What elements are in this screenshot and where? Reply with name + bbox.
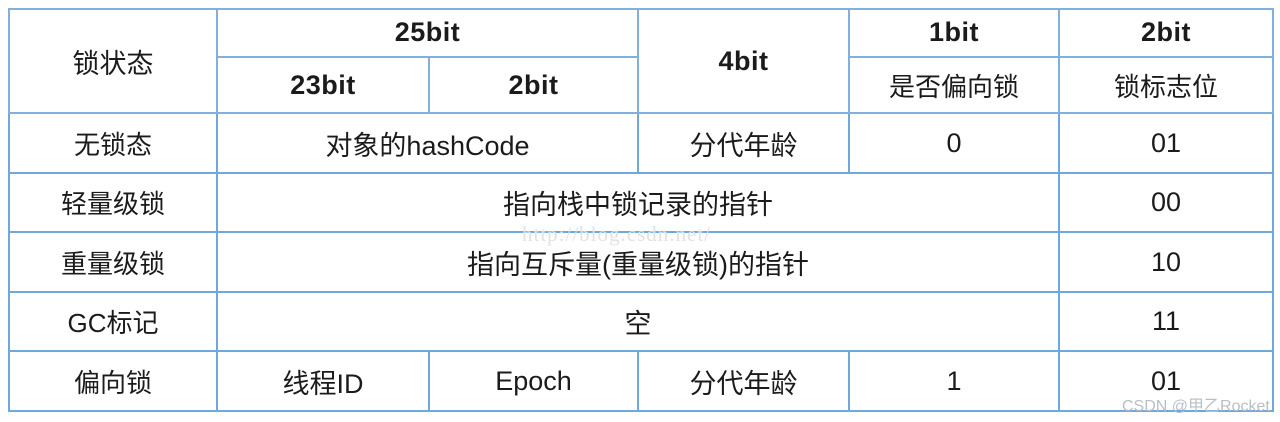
header-row-secondary: 23bit 2bit 是否偏向锁 锁标志位 [9,55,1274,115]
header-cell-25bit: 25bit [216,8,639,58]
cell-pointer-to-mutex-label: 指向互斥量(重量级锁)的指针 [467,249,809,280]
row-biased-lock-state: 偏向锁 [8,350,218,412]
row-gc-mark-lock-flag: 11 [1058,290,1274,353]
row-gc-mark-state: GC标记 [8,290,218,353]
row-unlocked-biased-flag: 0 [848,112,1060,174]
row-heavyweight-lock-pointer: 指向互斥量(重量级锁)的指针 [216,231,1060,293]
cell-biased-flag-label: 1 [946,365,962,396]
header-2bit-label: 2bit [1140,17,1191,48]
cell-pointer-to-lock-record-label: 指向栈中锁记录的指针 [503,190,773,221]
row-biased-lock-epoch: Epoch [428,350,639,412]
row-unlocked-generational-age: 分代年龄 [637,112,850,174]
header-sub-2bit-label: 2bit [508,69,559,100]
row-lightweight-lock-flag: 00 [1058,171,1274,234]
header-is-biased-lock-label: 是否偏向锁 [888,71,1019,102]
table-row: 重量级锁 指向互斥量(重量级锁)的指针 10 [8,231,1274,293]
header-cell-lock-state: 锁状态 [8,7,218,115]
header-cell-23bit: 23bit [216,55,430,115]
header-1bit-label: 1bit [928,17,979,48]
row-unlocked-state: 无锁态 [8,112,218,174]
table-row: GC标记 空 11 [8,290,1274,353]
table-row: 轻量级锁 指向栈中锁记录的指针 00 [8,171,1274,234]
cell-lock-flag-label: 01 [1150,365,1182,396]
row-lightweight-lock-pointer: 指向栈中锁记录的指针 [216,171,1060,234]
row-heavyweight-lock-flag: 10 [1058,231,1274,293]
header-cell-1bit: 1bit [848,8,1060,58]
header-cell-sub-2bit: 2bit [428,55,639,115]
cell-lock-flag-label: 01 [1150,127,1182,158]
header-23bit-label: 23bit [290,69,356,100]
header-cell-lock-flag: 锁标志位 [1058,55,1274,115]
row-biased-lock-thread-id: 线程ID [216,350,430,412]
table-row: 偏向锁 线程ID Epoch 分代年龄 1 01 [8,350,1274,412]
cell-lock-flag-label: 10 [1150,246,1182,277]
header-cell-4bit: 4bit [637,7,850,115]
row-biased-lock-state-label: 偏向锁 [73,367,152,398]
row-gc-mark-state-label: GC标记 [67,308,159,339]
cell-object-hashcode-label: 对象的hashCode [325,130,530,161]
header-4bit-label: 4bit [718,45,769,76]
cell-lock-flag-label: 00 [1150,187,1182,218]
row-biased-lock-generational-age: 分代年龄 [637,350,850,412]
row-gc-mark-empty: 空 [216,290,1060,353]
row-unlocked-state-label: 无锁态 [73,129,152,160]
row-heavyweight-lock-state: 重量级锁 [8,231,218,293]
header-25bit-label: 25bit [394,17,461,48]
cell-epoch-label: Epoch [495,365,572,396]
cell-empty-label: 空 [624,309,652,340]
row-lightweight-lock-state: 轻量级锁 [8,171,218,234]
cell-thread-id-label: 线程ID [282,368,364,399]
row-unlocked-lock-flag: 01 [1058,112,1274,174]
header-cell-2bit: 2bit [1058,8,1274,58]
mark-word-layout-table: 锁状态 25bit 4bit 1bit 2bit 23bit [8,7,1274,412]
header-lock-state-label: 锁状态 [72,48,154,79]
row-heavyweight-lock-state-label: 重量级锁 [60,248,165,279]
cell-generational-age-label: 分代年龄 [689,130,798,161]
row-lightweight-lock-state-label: 轻量级锁 [60,189,165,220]
table-row: 无锁态 对象的hashCode 分代年龄 0 01 [8,112,1274,174]
cell-generational-age-label: 分代年龄 [689,368,798,399]
header-cell-is-biased-lock: 是否偏向锁 [848,55,1060,115]
row-biased-lock-flag: 01 [1058,350,1274,412]
header-lock-flag-label: 锁标志位 [1113,71,1218,102]
row-biased-lock-biased-flag: 1 [848,350,1060,412]
row-unlocked-object-hashcode: 对象的hashCode [216,112,639,174]
cell-biased-flag-label: 0 [946,127,962,158]
cell-lock-flag-label: 11 [1151,306,1181,337]
header-row-primary: 锁状态 25bit 4bit 1bit 2bit [8,7,1274,115]
